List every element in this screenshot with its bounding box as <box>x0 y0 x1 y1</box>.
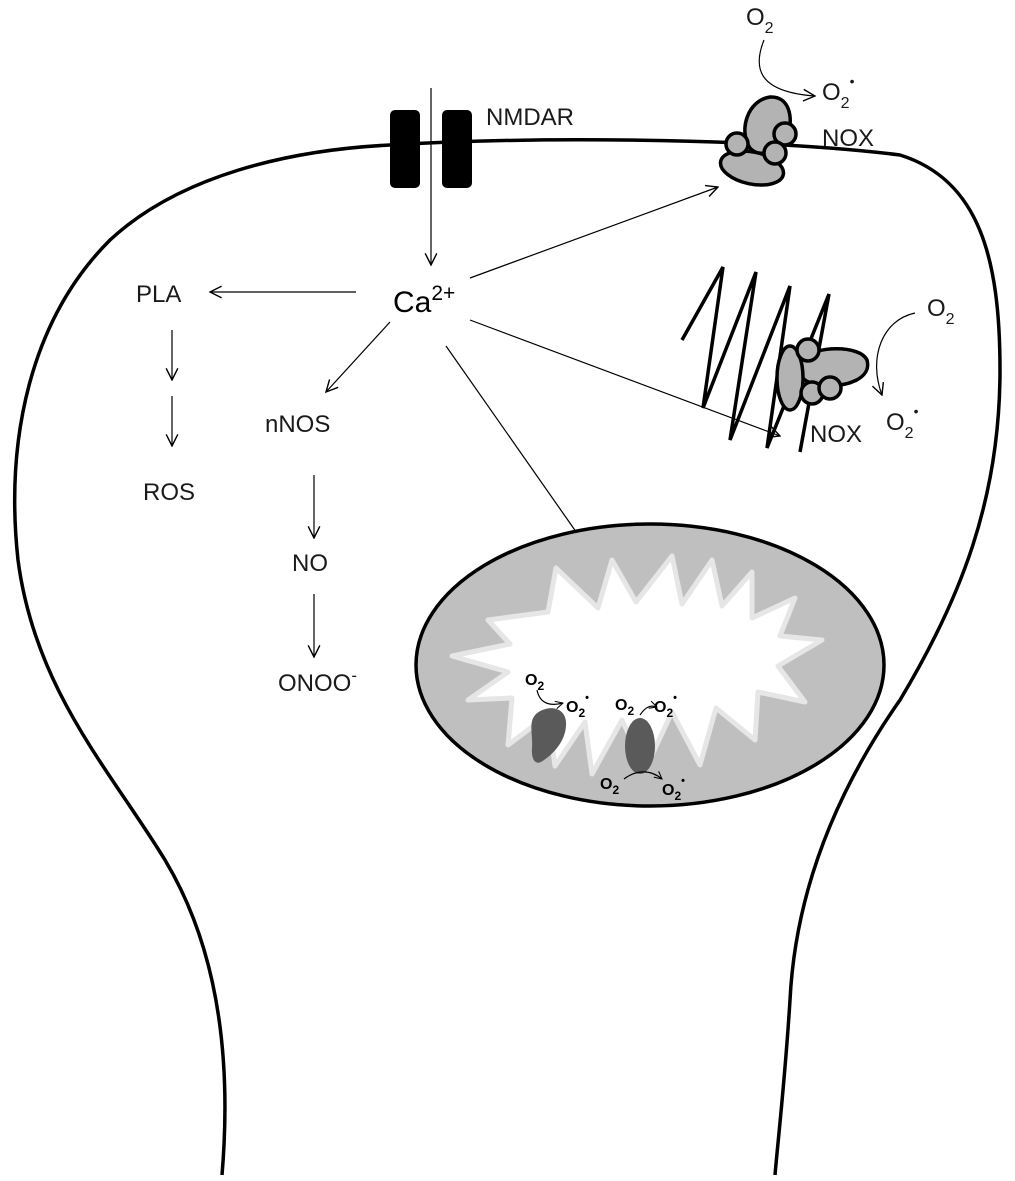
arrow-calcium-to-membrane-nox <box>470 187 718 278</box>
internal-nox-bead-1 <box>797 339 819 361</box>
mitochondrion <box>416 524 884 806</box>
no-label: NO <box>292 550 328 577</box>
ros-label: ROS <box>143 479 195 506</box>
nnos-label: nNOS <box>265 411 330 438</box>
membrane-nox-label: NOX <box>822 125 874 152</box>
nox-bead-bottom <box>764 142 786 164</box>
nmdar-label: NMDAR <box>486 104 574 131</box>
membrane-nox-complex <box>717 97 796 190</box>
peroxynitrite-label: ONOO- <box>278 666 357 697</box>
arrow-internal-o2-conversion <box>877 313 915 395</box>
membrane-o2-label: O2 <box>746 4 774 37</box>
nmdar-subunit-left <box>390 110 420 188</box>
membrane-superoxide-label: O2• <box>822 73 855 112</box>
internal-nox-complex <box>777 339 868 410</box>
internal-nox-label: NOX <box>810 421 862 448</box>
respiratory-complex-2 <box>625 718 655 774</box>
internal-nox-bead-3 <box>819 377 841 399</box>
arrow-calcium-to-nnos <box>326 322 390 392</box>
internal-superoxide-label: O2• <box>886 403 919 442</box>
internal-o2-label: O2 <box>927 295 955 328</box>
nox-bead-left <box>726 133 748 155</box>
calcium-label: Ca2+ <box>393 282 455 319</box>
arrow-membrane-o2-conversion <box>759 40 815 96</box>
pla-label: PLA <box>136 281 181 308</box>
nmdar-subunit-right <box>442 110 472 188</box>
